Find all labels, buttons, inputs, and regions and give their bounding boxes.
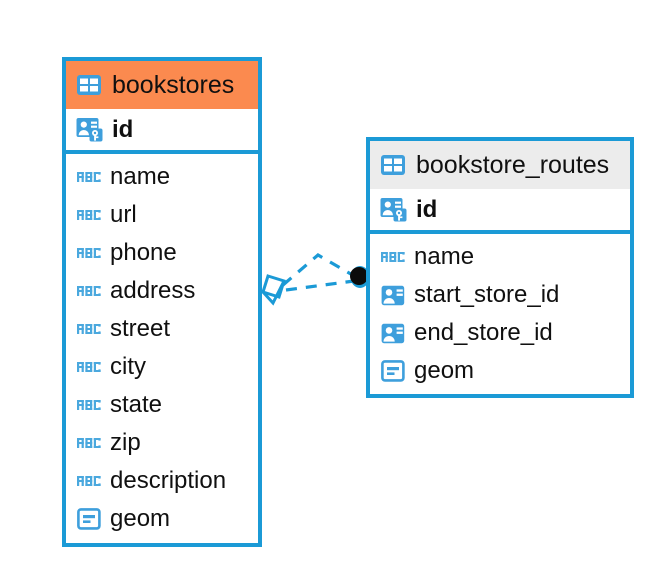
relationship-line-upper (281, 253, 357, 287)
field-row-geom[interactable]: geom (66, 500, 258, 538)
field-label: state (110, 391, 163, 418)
primary-key-icon (76, 117, 103, 142)
entity-field-list: name (66, 154, 258, 544)
field-label: zip (110, 429, 141, 456)
field-row-primary-key[interactable]: id (66, 109, 258, 154)
field-row-geom[interactable]: geom (370, 352, 630, 390)
field-row-primary-key[interactable]: id (370, 189, 630, 234)
field-row-description[interactable]: description (66, 462, 258, 500)
field-row-url[interactable]: url (66, 196, 258, 234)
text-field-icon (77, 246, 101, 260)
field-row-phone[interactable]: phone (66, 234, 258, 272)
foreign-key-icon (381, 285, 405, 306)
text-field-icon (77, 284, 101, 298)
text-field-icon (77, 436, 101, 450)
geometry-field-icon (381, 360, 405, 382)
entity-header[interactable]: bookstore_routes (370, 141, 630, 189)
text-field-icon (77, 398, 101, 412)
text-field-icon (77, 360, 101, 374)
entity-title: bookstore_routes (416, 150, 610, 179)
field-label: id (112, 115, 134, 143)
field-row-state[interactable]: state (66, 386, 258, 424)
text-field-icon (381, 250, 405, 264)
field-row-address[interactable]: address (66, 272, 258, 310)
field-label: address (110, 277, 196, 304)
field-label: name (414, 243, 475, 270)
text-field-icon (77, 322, 101, 336)
entity-bookstore-routes[interactable]: bookstore_routes id (366, 137, 634, 398)
field-row-end-store-id[interactable]: end_store_id (370, 314, 630, 352)
field-label: street (110, 315, 171, 342)
field-row-city[interactable]: city (66, 348, 258, 386)
entity-header[interactable]: bookstores (66, 61, 258, 109)
field-row-name[interactable]: name (66, 158, 258, 196)
text-field-icon (77, 170, 101, 184)
field-label: end_store_id (414, 319, 553, 346)
entity-title: bookstores (112, 70, 235, 99)
field-label: id (416, 195, 438, 223)
field-label: url (110, 201, 137, 228)
field-label: description (110, 467, 227, 494)
entity-field-list: name start_store_id (370, 234, 630, 396)
field-row-street[interactable]: street (66, 310, 258, 348)
text-field-icon (77, 208, 101, 222)
field-label: geom (110, 505, 171, 532)
field-label: start_store_id (414, 281, 560, 308)
foreign-key-icon (381, 323, 405, 344)
text-field-icon (77, 474, 101, 488)
relationship-line-lower (285, 279, 355, 292)
field-row-start-store-id[interactable]: start_store_id (370, 276, 630, 314)
table-icon (380, 154, 406, 176)
table-icon (76, 74, 102, 96)
entity-bookstores[interactable]: bookstores id (62, 57, 262, 547)
rhombus-open-marker (261, 274, 286, 306)
primary-key-icon (380, 197, 407, 222)
field-row-zip[interactable]: zip (66, 424, 258, 462)
field-label: geom (414, 357, 475, 384)
field-label: name (110, 163, 171, 190)
geometry-field-icon (77, 508, 101, 530)
field-label: phone (110, 239, 177, 266)
field-row-name[interactable]: name (370, 238, 630, 276)
field-label: city (110, 353, 146, 380)
